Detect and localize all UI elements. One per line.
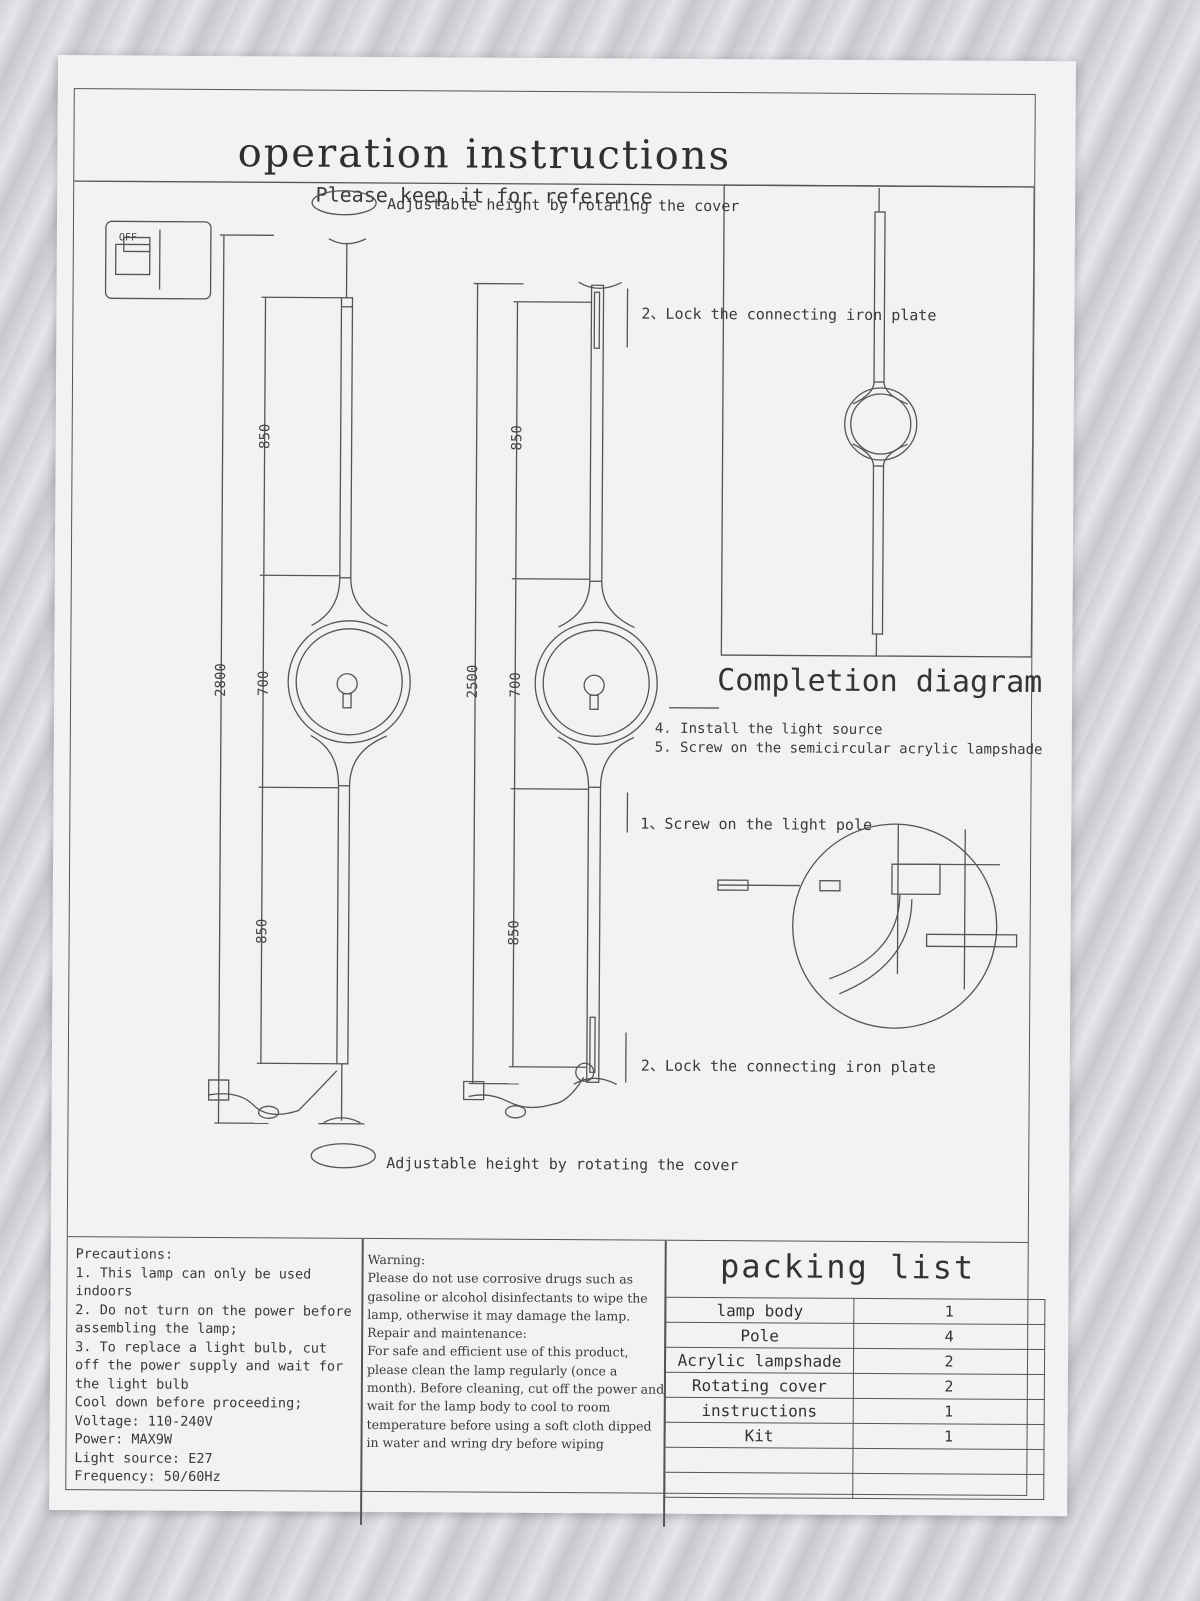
packing-item: lamp body xyxy=(665,1297,854,1324)
dim-left-total: 2800 xyxy=(212,663,230,697)
packing-item: Pole xyxy=(665,1322,854,1349)
packing-qty xyxy=(852,1448,1044,1475)
packing-item xyxy=(664,1447,854,1474)
warning-line: Repair and maintenance: xyxy=(367,1325,527,1342)
dim-right-middle: 700 xyxy=(507,672,524,698)
precautions-line: Precautions: xyxy=(75,1246,174,1263)
note-adjust-top: Adjustable height by rotating the cover xyxy=(387,195,740,216)
assembly-drawing xyxy=(74,180,1035,1169)
sheet-frame: operation instructions Please keep it fo… xyxy=(65,88,1045,1529)
precautions-line: 3. To replace a light bulb, cut off the … xyxy=(74,1338,344,1393)
instruction-sheet: operation instructions Please keep it fo… xyxy=(49,55,1076,1529)
note-screw-shade: 5. Screw on the semicircular acrylic lam… xyxy=(654,739,1043,759)
bottom-info-panel: Precautions: 1. This lamp can only be us… xyxy=(66,1236,1045,1529)
dim-left-lower: 850 xyxy=(254,918,271,944)
packing-qty: 2 xyxy=(853,1348,1045,1375)
packing-qty: 2 xyxy=(853,1373,1045,1400)
warning-line: For safe and efficient use of this produ… xyxy=(366,1343,665,1452)
packing-list-title: packing list xyxy=(719,1247,976,1287)
precautions-line: Power: MAX9W xyxy=(74,1431,173,1448)
packing-item: Rotating cover xyxy=(665,1372,854,1399)
packing-item: Acrylic lampshade xyxy=(665,1347,854,1374)
dim-left-upper: 850 xyxy=(257,423,274,449)
column-divider xyxy=(360,1238,364,1525)
dim-right-upper: 850 xyxy=(509,425,526,451)
switch-off-label: OFF xyxy=(118,232,137,244)
packing-qty: 1 xyxy=(853,1298,1045,1325)
note-adjust-bottom: Adjustable height by rotating the cover xyxy=(386,1154,739,1175)
packing-qty: 1 xyxy=(853,1423,1045,1450)
table-row xyxy=(664,1472,1044,1500)
precautions-line: 2. Do not turn on the power before assem… xyxy=(75,1301,352,1338)
packing-item: instructions xyxy=(665,1397,854,1424)
packing-item xyxy=(664,1472,853,1499)
precautions-line: Voltage: 110-240V xyxy=(74,1412,213,1430)
note-screw-pole: 1、Screw on the light pole xyxy=(640,814,873,834)
precautions-line: Light source: E27 xyxy=(74,1449,213,1467)
dim-right-lower: 850 xyxy=(506,920,523,946)
warning-line: Warning: xyxy=(367,1251,426,1268)
dim-right-total: 2500 xyxy=(464,664,482,699)
completion-title: Completion diagram xyxy=(717,663,1043,701)
warning-line: Please do not use corrosive drugs such a… xyxy=(367,1270,648,1324)
note-lock-bottom: 2、Lock the connecting iron plate xyxy=(640,1056,936,1077)
precautions-line: Frequency: 50/60Hz xyxy=(74,1468,221,1486)
packing-item: Kit xyxy=(665,1422,854,1449)
precautions-block: Precautions: 1. This lamp can only be us… xyxy=(74,1245,355,1487)
table-row xyxy=(664,1447,1044,1475)
packing-qty: 4 xyxy=(853,1323,1045,1350)
note-install: 4. Install the light source xyxy=(654,720,883,739)
packing-qty xyxy=(852,1473,1044,1500)
warning-block: Warning: Please do not use corrosive dru… xyxy=(366,1251,667,1454)
precautions-line: Cool down before proceeding; xyxy=(74,1394,303,1412)
dim-left-middle: 700 xyxy=(255,670,272,696)
precautions-line: 1. This lamp can only be used indoors xyxy=(75,1264,312,1300)
note-lock-top: 2、Lock the connecting iron plate xyxy=(641,304,937,325)
packing-qty: 1 xyxy=(853,1398,1045,1425)
